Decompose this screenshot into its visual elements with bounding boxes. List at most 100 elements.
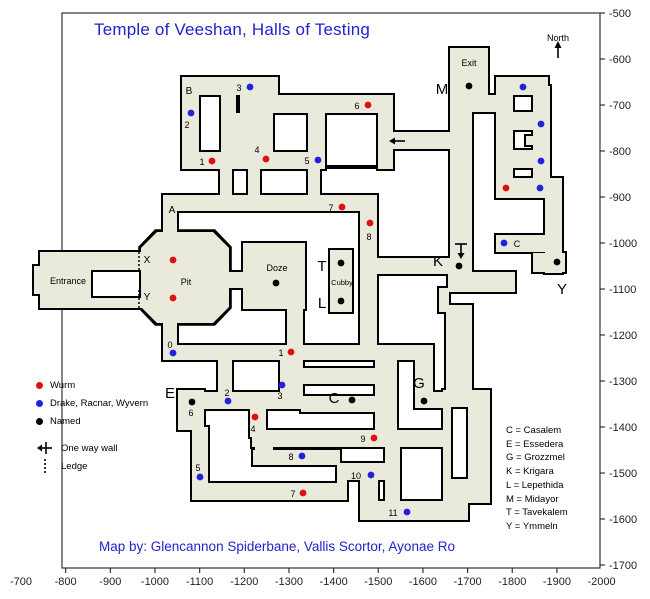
room-label: Entrance bbox=[50, 276, 86, 286]
x-tick-label: -900 bbox=[99, 576, 121, 588]
spawn-marker-named bbox=[348, 396, 356, 404]
spawn-marker-label: 10 bbox=[351, 471, 361, 481]
spawn-marker-label: 7 bbox=[290, 489, 295, 499]
spawn-marker-label: 4 bbox=[254, 145, 259, 155]
legend-label: Ledge bbox=[61, 460, 88, 472]
wall-hole bbox=[91, 270, 141, 298]
named-legend-entry: G = Grozzmel bbox=[506, 452, 565, 464]
named-legend-entry: C = Casalem bbox=[506, 425, 562, 436]
spawn-marker-named bbox=[272, 279, 280, 287]
named-legend-entry: M = Midayor bbox=[506, 493, 559, 505]
spawn-marker-named bbox=[553, 258, 561, 266]
ledge-icon bbox=[36, 458, 54, 474]
spot-letter: A bbox=[169, 205, 176, 216]
spawn-marker-label: 9 bbox=[360, 434, 365, 444]
y-tick-label: -600 bbox=[609, 54, 631, 66]
spawn-marker-wurm bbox=[251, 413, 259, 421]
drake-dot-icon bbox=[36, 399, 43, 407]
named-legend-entry: T = Tavekalem bbox=[506, 507, 568, 519]
legend-label: Named bbox=[50, 415, 81, 427]
spawn-marker-drake bbox=[196, 473, 204, 481]
x-tick-label: -1000 bbox=[141, 576, 169, 588]
spawn-marker-wurm bbox=[370, 434, 378, 442]
spawn-marker-label: 1 bbox=[278, 348, 283, 358]
spawn-marker-drake bbox=[224, 397, 232, 405]
spawn-marker-label: 5 bbox=[195, 463, 200, 473]
y-tick-label: -1500 bbox=[609, 468, 637, 480]
y-tick-label: -1200 bbox=[609, 330, 637, 342]
spawn-marker-label: 1 bbox=[199, 157, 204, 167]
spawn-marker-drake bbox=[537, 157, 545, 165]
wurm-dot-icon bbox=[36, 381, 43, 389]
page-title: Temple of Veeshan, Halls of Testing bbox=[94, 20, 371, 39]
y-tick-label: -700 bbox=[609, 100, 631, 112]
spot-letter: Y bbox=[144, 292, 151, 303]
y-tick-label: -1700 bbox=[609, 560, 637, 572]
spawn-marker-label: 6 bbox=[188, 408, 193, 418]
spawn-marker-drake bbox=[298, 452, 306, 460]
room-label: Exit bbox=[461, 58, 477, 68]
spot-letter: T bbox=[317, 258, 326, 275]
spawn-marker-wurm bbox=[502, 184, 510, 192]
x-tick-label: -1600 bbox=[409, 576, 437, 588]
x-tick-label: -1200 bbox=[230, 576, 258, 588]
x-tick-label: -1700 bbox=[454, 576, 482, 588]
spawn-marker-wurm bbox=[287, 348, 295, 356]
y-tick-label: -1600 bbox=[609, 514, 637, 526]
spawn-marker-drake bbox=[169, 349, 177, 357]
map-holes bbox=[91, 270, 468, 479]
spawn-legend: Wurm Drake, Racnar, Wyvern Named One way… bbox=[36, 376, 148, 475]
legend-item-named: Named bbox=[36, 412, 148, 430]
x-tick-label: -1300 bbox=[275, 576, 303, 588]
room-label: Pit bbox=[181, 277, 192, 287]
named-legend-entry: L = Lepethida bbox=[506, 479, 564, 491]
one-way-wall-icon bbox=[36, 440, 54, 456]
spawn-marker-named bbox=[337, 259, 345, 267]
spawn-marker-label: 7 bbox=[328, 203, 333, 213]
spawn-marker-wurm bbox=[262, 155, 270, 163]
spawn-marker-wurm bbox=[338, 203, 346, 211]
x-tick-label: -1100 bbox=[186, 576, 213, 588]
spot-letter: Y bbox=[557, 281, 567, 298]
spawn-marker-named bbox=[188, 398, 196, 406]
x-tick-label: -1400 bbox=[320, 576, 348, 588]
axis-layer: -700 -800 -900 -1000 -1100 -1200 -1300 -1400 -15… bbox=[10, 8, 637, 588]
x-tick-label: -1800 bbox=[498, 576, 526, 588]
spawn-marker-wurm bbox=[299, 489, 307, 497]
spawn-marker-label: 4 bbox=[250, 424, 255, 434]
spawn-marker-named bbox=[465, 82, 473, 90]
spawn-marker-label: 11 bbox=[388, 508, 397, 518]
spot-letter: L bbox=[318, 295, 326, 312]
legend-item-wurm: Wurm bbox=[36, 376, 148, 394]
spawn-marker-label: C bbox=[514, 239, 521, 249]
spawn-marker-label: 0 bbox=[167, 340, 172, 350]
y-tick-label: -800 bbox=[609, 146, 631, 158]
spawn-marker-drake bbox=[314, 156, 322, 164]
named-legend-entry: Y = Ymmeln bbox=[506, 520, 558, 532]
x-tick-label: -700 bbox=[10, 576, 32, 588]
y-tick-label: -500 bbox=[609, 8, 631, 20]
spawn-marker-label: 3 bbox=[277, 391, 282, 401]
legend-label: One way wall bbox=[61, 442, 118, 454]
y-tick-label: -1000 bbox=[609, 238, 637, 250]
x-tick-label: -1500 bbox=[364, 576, 392, 588]
spawn-marker-wurm bbox=[169, 294, 177, 302]
legend-label: Drake, Racnar, Wyvern bbox=[50, 397, 149, 409]
spawn-marker-drake bbox=[403, 508, 411, 516]
one-way-left-arrow-icon bbox=[389, 137, 395, 145]
spawn-marker-label: 5 bbox=[304, 156, 309, 166]
spawn-marker-drake bbox=[187, 109, 195, 117]
spawn-marker-drake bbox=[246, 83, 254, 91]
spawn-marker-drake bbox=[519, 83, 527, 91]
spawn-marker-drake bbox=[537, 120, 545, 128]
y-tick-label: -1400 bbox=[609, 422, 637, 434]
spot-letter: B bbox=[186, 86, 193, 97]
spawn-marker-drake bbox=[278, 381, 286, 389]
spawn-marker-wurm bbox=[364, 101, 372, 109]
spawn-marker-named bbox=[420, 397, 428, 405]
spot-letter: G bbox=[413, 375, 425, 392]
x-tick-label: -2000 bbox=[588, 576, 616, 588]
spawn-marker-drake bbox=[536, 184, 544, 192]
